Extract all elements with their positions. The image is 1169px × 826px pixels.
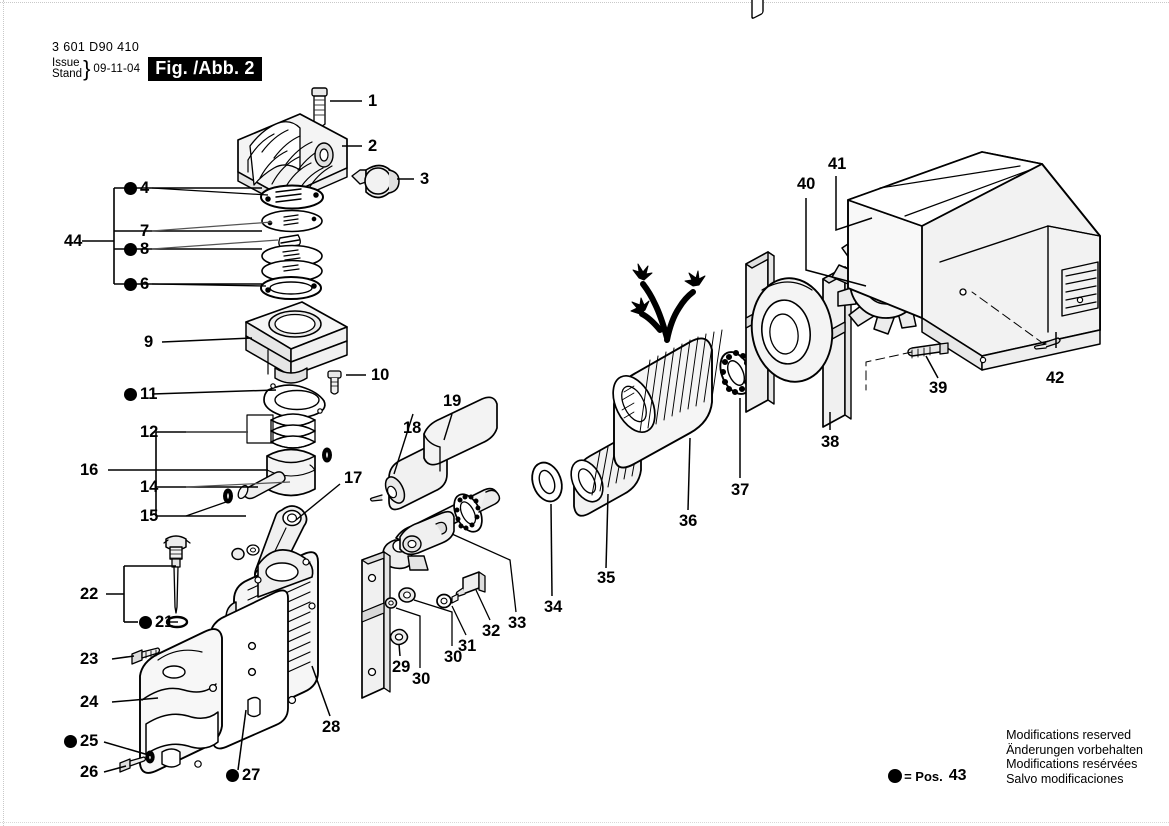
callout-3: 3 bbox=[420, 170, 430, 188]
pos43-dot-27 bbox=[226, 769, 239, 782]
callout-27: 27 bbox=[242, 766, 261, 784]
part-23-cover-screw bbox=[131, 647, 161, 665]
brace-glyph: } bbox=[83, 56, 91, 81]
part-3-valve-cap bbox=[351, 164, 400, 199]
callout-44: 44 bbox=[64, 232, 83, 250]
callout-19: 19 bbox=[443, 392, 462, 410]
stand-label: Stand bbox=[52, 68, 83, 80]
callout-17: 17 bbox=[344, 469, 363, 487]
callout-42: 42 bbox=[1046, 369, 1065, 387]
part-9-cylinder bbox=[245, 301, 348, 384]
callout-8: 8 bbox=[140, 240, 150, 258]
part-24-end-cover bbox=[139, 628, 223, 774]
callout-36: 36 bbox=[679, 512, 698, 530]
sheet-footer: Modifications reserved Änderungen vorbeh… bbox=[888, 728, 1143, 786]
callout-32: 32 bbox=[482, 622, 501, 640]
part-6-head-gasket bbox=[260, 259, 323, 300]
callout-35: 35 bbox=[597, 569, 616, 587]
pos43-dot-11 bbox=[124, 388, 137, 401]
part-22-oil-dipstick bbox=[163, 535, 191, 614]
part-4-valve-plate bbox=[260, 184, 324, 210]
callout-25: 25 bbox=[80, 732, 99, 750]
part-27-side-gasket bbox=[211, 589, 289, 750]
callout-34: 34 bbox=[544, 598, 563, 616]
callout-12: 12 bbox=[140, 423, 159, 441]
part-15-circlip bbox=[223, 488, 233, 504]
pos43-dot-21 bbox=[139, 616, 152, 629]
issue-label: Issue bbox=[52, 56, 80, 69]
pos43-legend-dot-icon bbox=[888, 769, 903, 783]
pos43-dot-6 bbox=[124, 278, 137, 291]
callout-21: 21 bbox=[155, 613, 174, 631]
part-11-flange-gasket bbox=[263, 383, 326, 419]
callout-9: 9 bbox=[144, 333, 154, 351]
callout-41: 41 bbox=[828, 155, 847, 173]
issue-date: 09-11-04 bbox=[93, 63, 141, 75]
footer-line-3: Modifications resérvées bbox=[1006, 757, 1138, 771]
callout-4: 4 bbox=[140, 179, 150, 197]
part-29-nut bbox=[389, 628, 409, 646]
callout-37: 37 bbox=[731, 481, 750, 499]
pos43-dot-8 bbox=[124, 243, 137, 256]
callout-28: 28 bbox=[322, 718, 341, 736]
part-36-armature bbox=[612, 263, 723, 469]
callout-22: 22 bbox=[80, 585, 99, 603]
callout-38: 38 bbox=[821, 433, 840, 451]
trim-mark-left bbox=[3, 0, 4, 826]
callout-30-a: 30 bbox=[412, 670, 431, 688]
footer-line-4: Salvo modificaciones bbox=[1006, 771, 1124, 786]
pos43-dot-25 bbox=[64, 735, 77, 748]
part-33-crank-arm bbox=[399, 510, 455, 556]
callout-14: 14 bbox=[140, 478, 159, 496]
trim-mark-bottom bbox=[0, 822, 1169, 823]
footer-line-1: Modifications reserved bbox=[1006, 728, 1132, 742]
part-10-bolt bbox=[327, 370, 342, 395]
part-7-valve-reed bbox=[261, 209, 323, 233]
issue-row: Issue Stand } 09-11-04 Fig. /Abb. 2 bbox=[52, 57, 262, 81]
callout-24: 24 bbox=[80, 693, 99, 711]
footer-line-2: Änderungen vorbehalten bbox=[1006, 742, 1143, 757]
callout-16: 16 bbox=[80, 461, 99, 479]
stator-field-coil bbox=[750, 277, 834, 383]
callout-10: 10 bbox=[371, 366, 390, 384]
callout-7: 7 bbox=[140, 222, 150, 240]
callout-39: 39 bbox=[929, 379, 948, 397]
figure-badge: Fig. /Abb. 2 bbox=[148, 57, 262, 81]
callout-33: 33 bbox=[508, 614, 527, 632]
part-39-tie-bolt bbox=[907, 342, 949, 359]
callout-30-b: 30 bbox=[444, 648, 463, 666]
part-30a-washer bbox=[384, 597, 398, 609]
callout-29: 29 bbox=[392, 658, 411, 676]
trim-mark-top bbox=[0, 2, 1169, 3]
top-washer-pair bbox=[231, 547, 245, 561]
issue-stand-labels: Issue Stand bbox=[52, 56, 83, 81]
sheet-header: 3 601 D90 410 Issue Stand } 09-11-04 Fig… bbox=[52, 40, 262, 81]
part-19-sleeve bbox=[423, 396, 498, 472]
part-13-piston bbox=[266, 448, 316, 497]
callout-11: 11 bbox=[140, 385, 158, 403]
callout-23: 23 bbox=[80, 650, 99, 668]
part-31-washer bbox=[436, 593, 452, 609]
part-32-crank-pin bbox=[451, 571, 486, 604]
part-1-head-bolt bbox=[311, 87, 328, 128]
pos43-legend-number: 43 bbox=[948, 767, 967, 784]
part-15b-circlip-right bbox=[322, 447, 332, 463]
part-34-seal-ring bbox=[531, 461, 563, 503]
part-12-piston-rings bbox=[246, 413, 316, 449]
callout-1: 1 bbox=[368, 92, 378, 110]
callout-6: 6 bbox=[140, 275, 150, 293]
callout-18: 18 bbox=[403, 419, 422, 437]
callout-31: 31 bbox=[458, 637, 477, 655]
callout-40: 40 bbox=[797, 175, 816, 193]
pos43-legend-equals: = Pos. bbox=[904, 768, 943, 784]
pos43-legend: = Pos. 43 bbox=[888, 767, 967, 785]
callout-2: 2 bbox=[368, 137, 378, 155]
part-30b-washer bbox=[398, 587, 416, 603]
callout-26: 26 bbox=[80, 763, 99, 781]
pos43-dot-4 bbox=[124, 182, 137, 195]
part-number-code: 3 601 D90 410 bbox=[52, 40, 140, 54]
callout-15: 15 bbox=[140, 507, 159, 525]
part-41-motor-housing bbox=[847, 151, 1101, 371]
